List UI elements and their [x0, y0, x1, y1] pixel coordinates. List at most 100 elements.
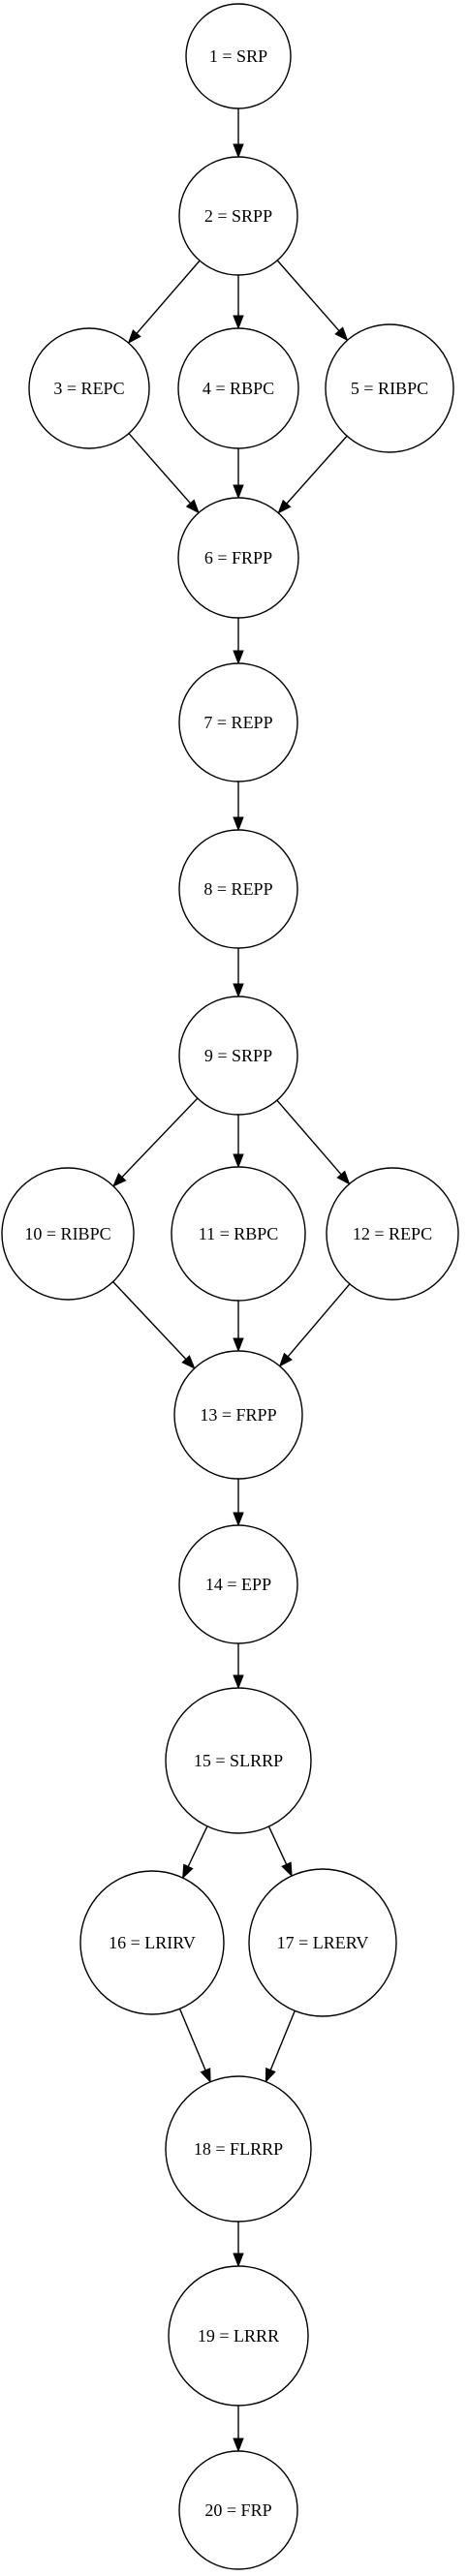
edge-13-to-14 — [233, 1479, 244, 1527]
arrowhead-icon — [233, 315, 244, 330]
node-label: 17 = LRERV — [277, 1933, 369, 1952]
node-label: 13 = FRPP — [200, 1405, 276, 1425]
node-label: 3 = REPC — [53, 379, 124, 398]
node-circle — [248, 1868, 397, 2017]
node-circle — [177, 497, 299, 619]
arrowhead-icon — [233, 143, 244, 159]
node-circle — [325, 323, 454, 453]
node-7: 7 = REPP — [178, 662, 298, 782]
node-1: 1 = SRP — [185, 3, 292, 109]
node-circle — [28, 327, 150, 449]
node-circle — [165, 2075, 312, 2223]
edge-line — [276, 1099, 342, 1176]
edge-3-to-6 — [128, 433, 200, 514]
arrowhead-icon — [233, 1337, 244, 1353]
node-label: 15 = SLRRP — [194, 1751, 283, 1770]
node-13: 13 = FRPP — [173, 1350, 303, 1480]
node-circle — [178, 156, 298, 276]
edge-5-to-6 — [277, 435, 348, 514]
arrowhead-icon — [233, 484, 244, 500]
edge-9-to-11 — [233, 1115, 244, 1169]
edge-11-to-13 — [233, 1301, 244, 1353]
edge-10-to-13 — [112, 1281, 196, 1369]
edge-line — [269, 2010, 296, 2070]
node-label: 10 = RIBPC — [24, 1224, 110, 1243]
node-circle — [171, 1166, 306, 1302]
node-label: 14 = EPP — [205, 1575, 271, 1594]
arrowhead-icon — [181, 1355, 196, 1369]
edge-line — [121, 1097, 199, 1178]
arrowhead-icon — [277, 499, 292, 514]
node-circle — [173, 1350, 303, 1480]
node-label: 12 = REPC — [353, 1224, 432, 1243]
edge-line — [267, 1825, 288, 1865]
node-9: 9 = SRPP — [178, 996, 298, 1116]
arrowhead-icon — [336, 1170, 351, 1185]
node-8: 8 = REPP — [178, 829, 298, 949]
node-14: 14 = EPP — [178, 1524, 298, 1644]
node-3: 3 = REPC — [28, 327, 150, 449]
node-label: 7 = REPP — [203, 713, 272, 732]
arrowhead-icon — [233, 1512, 244, 1527]
edge-6-to-7 — [233, 618, 244, 665]
edge-line — [276, 260, 340, 332]
arrowhead-icon — [233, 2438, 244, 2453]
edge-15-to-17 — [267, 1825, 293, 1878]
node-20: 20 = FRP — [178, 2450, 298, 2570]
arrowhead-icon — [233, 1153, 244, 1169]
node-circle — [326, 1167, 459, 1301]
node-circle — [178, 2450, 298, 2570]
edge-line — [112, 1281, 187, 1360]
node-circle — [177, 327, 299, 449]
arrowhead-icon — [265, 2067, 276, 2083]
edge-line — [178, 2009, 206, 2071]
edge-line — [286, 435, 348, 505]
edge-2-to-5 — [276, 260, 349, 342]
node-12: 12 = REPC — [326, 1167, 459, 1301]
arrowhead-icon — [233, 650, 244, 665]
node-15: 15 = SLRRP — [165, 1687, 312, 1834]
edge-line — [128, 433, 191, 505]
edge-17-to-18 — [265, 2010, 296, 2083]
node-10: 10 = RIBPC — [1, 1167, 135, 1301]
arrowhead-icon — [112, 1173, 127, 1187]
node-16: 16 = LRIRV — [79, 1870, 225, 2015]
arrowhead-icon — [200, 2068, 211, 2084]
edge-line — [287, 1283, 351, 1358]
node-label: 2 = SRPP — [204, 206, 272, 226]
node-label: 5 = RIBPC — [351, 379, 428, 398]
node-19: 19 = LRRR — [168, 2265, 309, 2407]
edge-2-to-4 — [233, 275, 244, 330]
node-label: 1 = SRP — [209, 46, 267, 66]
arrowhead-icon — [233, 1674, 244, 1690]
node-label: 8 = REPP — [203, 879, 272, 899]
node-circle — [178, 662, 298, 782]
node-circle — [165, 1687, 312, 1834]
node-2: 2 = SRPP — [178, 156, 298, 276]
node-circle — [168, 2265, 309, 2407]
arrowhead-icon — [233, 816, 244, 832]
edge-7-to-8 — [233, 782, 244, 832]
arrowhead-icon — [281, 1861, 293, 1878]
edge-line — [187, 1825, 208, 1867]
node-label: 18 = FLRRP — [194, 2139, 283, 2159]
node-label: 16 = LRIRV — [109, 1933, 196, 1952]
node-17: 17 = LRERV — [248, 1868, 397, 2017]
arrowhead-icon — [233, 983, 244, 998]
edge-1-to-2 — [233, 108, 244, 159]
node-label: 9 = SRPP — [204, 1046, 272, 1065]
node-circle — [178, 1524, 298, 1644]
arrowhead-icon — [278, 1352, 293, 1367]
edge-4-to-6 — [233, 448, 244, 500]
node-circle — [1, 1167, 135, 1301]
edge-2-to-3 — [127, 260, 201, 345]
node-5: 5 = RIBPC — [325, 323, 454, 453]
node-circle — [178, 829, 298, 949]
edge-14-to-15 — [233, 1643, 244, 1690]
edge-layer — [112, 108, 351, 2453]
edge-12-to-13 — [278, 1283, 351, 1367]
arrowhead-icon — [185, 499, 200, 514]
arrowhead-icon — [182, 1863, 194, 1880]
